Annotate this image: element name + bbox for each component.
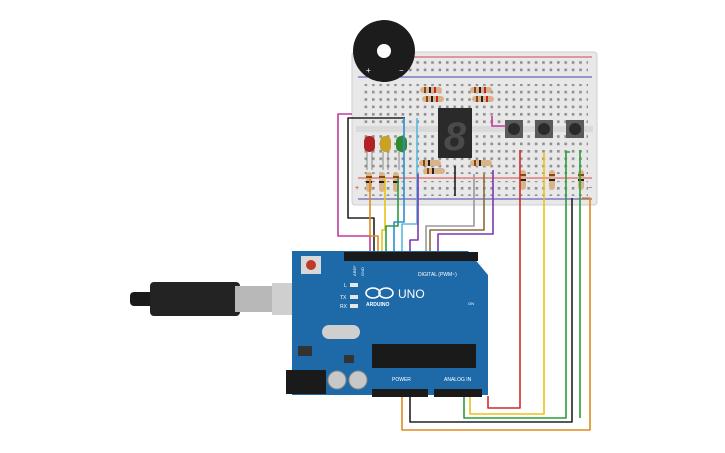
led-red[interactable] [364,136,375,170]
wires [337,113,591,431]
wire-orange-2[interactable] [401,197,591,431]
usb-cable[interactable] [130,282,316,316]
arduino-uno-board[interactable]: AREF GND DIGITAL (PWM~) L TX RX UNO ARDU… [286,251,488,397]
board-brand: ARDUINO [366,302,389,308]
seven-segment-digit: 8 [444,115,467,159]
breadboard-minus-sign: − [588,185,592,192]
led-tx-label: TX [340,295,347,301]
wire-yellow-2[interactable] [469,152,545,415]
push-button[interactable] [505,120,523,138]
on-label: ON [468,301,474,306]
led-l-label: L [344,283,347,289]
wire-lightblue[interactable] [401,118,418,253]
aref-label: AREF [352,265,357,276]
wire-red[interactable] [487,150,521,409]
digital-header-label: DIGITAL (PWM~) [418,272,457,278]
resistor[interactable] [419,160,441,166]
resistor[interactable] [420,87,442,93]
wire-purple-2[interactable] [437,170,494,253]
resistor[interactable] [520,170,526,190]
resistor[interactable] [423,168,445,174]
wire-green[interactable] [385,178,399,253]
resistor[interactable] [549,170,555,190]
buzzer-minus-sign: − [399,66,404,75]
wire-black[interactable] [347,117,405,253]
wire-green-2[interactable] [463,151,570,419]
wire-brown[interactable] [429,174,485,253]
wire-gray[interactable] [425,174,475,253]
push-button[interactable] [566,120,584,138]
arduino-logo-icon [365,287,394,299]
power-label: POWER [392,377,411,383]
resistor[interactable] [472,96,494,102]
wire-purple[interactable] [409,174,419,253]
wire-orange[interactable] [369,178,379,253]
board-model: UNO [398,287,425,301]
wire-magenta-2[interactable] [491,116,506,127]
resistor[interactable] [366,172,372,192]
gnd-label: GND [360,267,365,276]
wire-black-3[interactable] [409,198,573,423]
resistor[interactable] [578,170,584,190]
reset-button[interactable] [301,256,321,274]
buzzer-plus-sign: + [366,66,371,75]
wire-blue[interactable] [393,118,405,253]
seven-segment-display[interactable]: 8 [438,108,472,159]
analog-in-label: ANALOG IN [444,377,472,383]
resistor[interactable] [470,87,492,93]
wire-yellow[interactable] [381,178,386,253]
piezo-buzzer[interactable]: + − [353,20,415,82]
resistor[interactable] [379,172,385,192]
led-yellow[interactable] [380,136,391,170]
resistor[interactable] [470,160,492,166]
resistor[interactable] [422,96,444,102]
push-button[interactable] [535,120,553,138]
wire-magenta[interactable] [337,113,371,253]
led-rx-label: RX [340,304,348,310]
breadboard-plus-sign: + [355,185,359,192]
